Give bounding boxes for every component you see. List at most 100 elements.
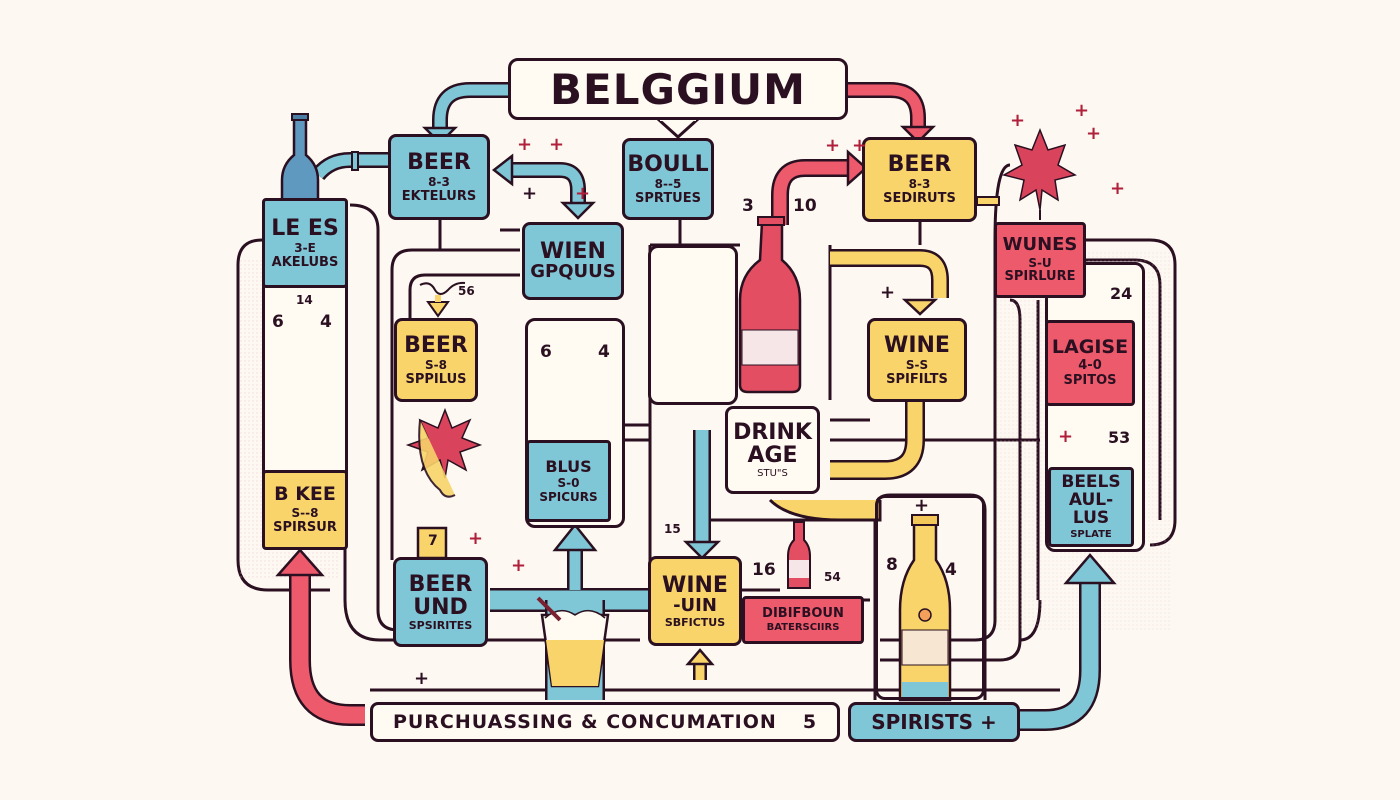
spirits-button[interactable]: SPIRISTS + bbox=[848, 702, 1020, 742]
node-title: BEER bbox=[404, 332, 468, 358]
node-beer-mid[interactable]: BEER S-8 SPPILUS bbox=[394, 318, 478, 402]
node-title: BOULL bbox=[627, 151, 709, 177]
page-title: BELGGIUM bbox=[550, 64, 806, 114]
node-beels[interactable]: BEELS AUL-LUS SPLATE bbox=[1048, 467, 1134, 547]
label-6-mid: 6 bbox=[540, 342, 552, 362]
node-subtitle: SPIFILTS bbox=[886, 371, 948, 387]
node-subtitle: EKTELURS bbox=[401, 188, 477, 204]
node-range: S-S bbox=[905, 357, 929, 372]
node-wine-bottom[interactable]: WINE -UIN SBFICTUS bbox=[648, 556, 742, 646]
node-subtitle: SPICURS bbox=[539, 489, 598, 504]
plus-icon: + bbox=[1110, 178, 1126, 199]
node-title: WINE bbox=[662, 572, 728, 598]
node-wine-right[interactable]: WINE S-S SPIFILTS bbox=[867, 318, 967, 402]
plus-icon: + bbox=[914, 495, 930, 516]
node-range: S--8 bbox=[291, 506, 319, 521]
label-4-right: 4 bbox=[945, 560, 957, 580]
node-subtitle: SPIRSUR bbox=[273, 519, 337, 535]
node-subtitle: BATERSCIIRS bbox=[766, 622, 840, 634]
node-wien[interactable]: WIEN GPQUUS bbox=[522, 222, 624, 300]
node-title-2: AUL-LUS bbox=[1068, 489, 1114, 528]
node-title: BEER bbox=[408, 571, 473, 597]
label-3: 3 bbox=[742, 196, 754, 216]
node-range: S-0 bbox=[557, 476, 580, 491]
footer-label: PURCHUASSING & CONCUMATION bbox=[392, 711, 777, 733]
plus-icon: + bbox=[522, 183, 538, 204]
spirits-label: SPIRISTS + bbox=[871, 710, 997, 734]
node-title: BEELS bbox=[1061, 471, 1121, 492]
node-title: LE ES bbox=[271, 215, 339, 241]
node-title: BEER bbox=[887, 152, 952, 178]
node-lagise[interactable]: LAGISE 4-0 SPITOS bbox=[1045, 320, 1135, 406]
node-subtitle: STU"S bbox=[757, 467, 788, 479]
node-dibifboun[interactable]: DIBIFBOUN BATERSCIIRS bbox=[742, 596, 864, 644]
label-15: 15 bbox=[664, 522, 681, 536]
node-title: DRINK bbox=[733, 419, 812, 445]
label-54: 54 bbox=[824, 570, 841, 584]
node-subtitle: SPLATE bbox=[1070, 528, 1112, 540]
node-subtitle: AKELUBS bbox=[271, 254, 339, 270]
node-title-2: UND bbox=[413, 594, 468, 620]
label-53: 53 bbox=[1108, 428, 1131, 447]
label-4-left: 4 bbox=[320, 312, 332, 332]
node-title: WUNES bbox=[1002, 233, 1078, 255]
node-subtitle: SPRTUES bbox=[635, 190, 701, 206]
plus-icon: + bbox=[575, 183, 591, 204]
plus-icon: + bbox=[414, 668, 430, 689]
footer-count: 5 bbox=[802, 711, 818, 733]
node-subtitle: SPITOS bbox=[1063, 372, 1117, 388]
plus-icon: + bbox=[852, 135, 868, 156]
plus-icon: + bbox=[549, 134, 565, 155]
node-range: 8-3 bbox=[908, 177, 931, 192]
label-4-mid: 4 bbox=[598, 342, 610, 362]
node-range: S-U bbox=[1028, 255, 1052, 270]
wine-glass-panel bbox=[648, 245, 738, 405]
node-title: BEER bbox=[407, 149, 471, 175]
node-beer-und[interactable]: BEER UND SPSIRITES bbox=[393, 557, 488, 647]
plus-icon: + bbox=[825, 135, 841, 156]
plus-icon: + bbox=[1010, 110, 1026, 131]
label-6-left: 6 bbox=[272, 312, 284, 332]
label-16: 16 bbox=[752, 560, 776, 580]
label-24: 24 bbox=[1110, 284, 1133, 303]
spirits-panel bbox=[875, 495, 985, 700]
node-subtitle: SPIRLURE bbox=[1004, 269, 1076, 285]
title-banner: BELGGIUM bbox=[508, 58, 848, 120]
footer-banner: PURCHUASSING & CONCUMATION 5 bbox=[370, 702, 840, 742]
node-range: S-8 bbox=[425, 357, 447, 372]
node-blus[interactable]: BLUS S-0 SPICURS bbox=[526, 440, 611, 522]
label-10: 10 bbox=[793, 196, 817, 216]
node-beer-top-right[interactable]: BEER 8-3 SEDIRUTS bbox=[862, 137, 977, 222]
node-title: WINE bbox=[884, 332, 950, 358]
node-title: WIEN bbox=[540, 239, 606, 264]
plus-icon: + bbox=[880, 282, 896, 303]
node-bkee[interactable]: B KEE S--8 SPIRSUR bbox=[262, 470, 348, 550]
node-title-2: -UIN bbox=[673, 594, 717, 616]
node-title: LAGISE bbox=[1051, 336, 1129, 359]
node-le-es[interactable]: LE ES 3-E AKELUBS bbox=[262, 198, 348, 288]
label-56: 56 bbox=[458, 284, 475, 298]
node-range: 8-3 bbox=[428, 174, 450, 189]
node-drink-age[interactable]: DRINK AGE STU"S bbox=[725, 406, 820, 494]
label-8: 8 bbox=[886, 555, 898, 575]
label-14: 14 bbox=[296, 293, 313, 307]
node-beer-top-left[interactable]: BEER 8-3 EKTELURS bbox=[388, 134, 490, 220]
label-7: 7 bbox=[428, 533, 438, 549]
node-subtitle: SPSIRITES bbox=[408, 618, 473, 632]
node-range: 3-E bbox=[294, 240, 316, 255]
plus-icon: + bbox=[517, 134, 533, 155]
node-title-2: AGE bbox=[747, 442, 798, 468]
node-range: 8--5 bbox=[654, 176, 682, 191]
plus-icon: + bbox=[1086, 123, 1102, 144]
node-boull[interactable]: BOULL 8--5 SPRTUES bbox=[622, 138, 714, 220]
node-subtitle: GPQUUS bbox=[530, 261, 616, 283]
node-title: BLUS bbox=[545, 456, 592, 476]
plus-icon: + bbox=[511, 555, 527, 576]
plus-icon: + bbox=[1058, 426, 1074, 447]
node-wunes[interactable]: WUNES S-U SPIRLURE bbox=[994, 222, 1086, 298]
node-subtitle: SEDIRUTS bbox=[883, 191, 956, 207]
node-subtitle: SPPILUS bbox=[405, 371, 467, 387]
plus-icon: + bbox=[468, 528, 484, 549]
node-title: B KEE bbox=[274, 483, 336, 506]
